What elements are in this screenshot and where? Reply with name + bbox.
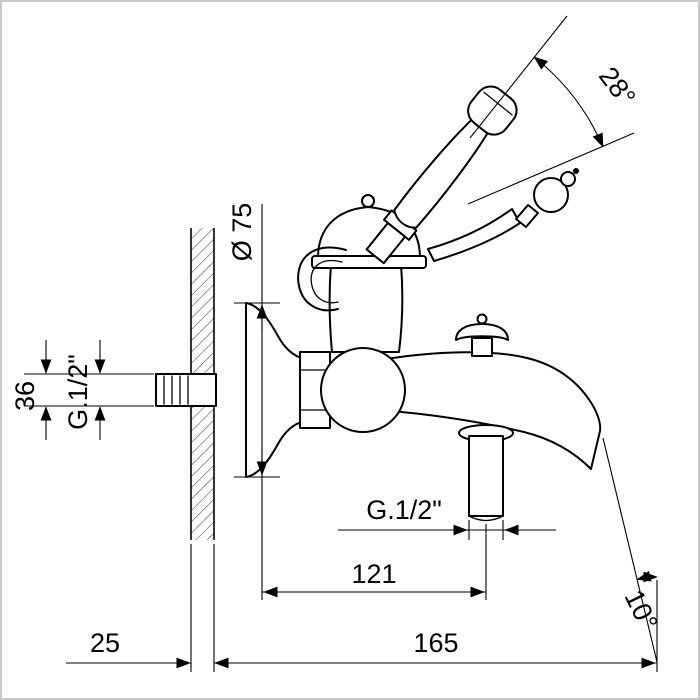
escutcheon-bell	[245, 302, 303, 478]
dim-label-outlet-distance: 121	[351, 559, 396, 589]
dim-spout-angle: 10°	[602, 437, 664, 663]
bottom-outlet	[458, 424, 514, 522]
dim-bottom-chain: 25 165	[66, 544, 658, 672]
dim-label-handshower-angle: 28°	[593, 61, 642, 112]
hand-shower	[365, 85, 518, 265]
dim-label-wall-offset: 25	[90, 628, 120, 658]
shower-bracket	[297, 246, 347, 312]
dim-outlet-thread: G.1/2"	[338, 495, 556, 540]
body-column	[328, 263, 404, 353]
spout	[379, 351, 602, 470]
dim-label-inlet-thread: G.1/2"	[63, 354, 93, 430]
dim-label-outlet-thread: G.1/2"	[366, 495, 442, 525]
body-sphere	[320, 347, 406, 433]
dim-label-escutcheon-diameter: Ø 75	[227, 203, 257, 262]
dim-label-spout-reach: 165	[413, 628, 458, 658]
supply-pipe	[155, 373, 217, 407]
dim-inlet: G.1/2" 36	[10, 340, 154, 440]
dim-outlet-distance: 121	[262, 524, 487, 600]
lever-handle	[427, 168, 579, 262]
dim-label-inlet-offset: 36	[10, 381, 40, 411]
dim-escutcheon-diameter: Ø 75	[227, 203, 280, 600]
diverter-knob	[455, 313, 509, 357]
